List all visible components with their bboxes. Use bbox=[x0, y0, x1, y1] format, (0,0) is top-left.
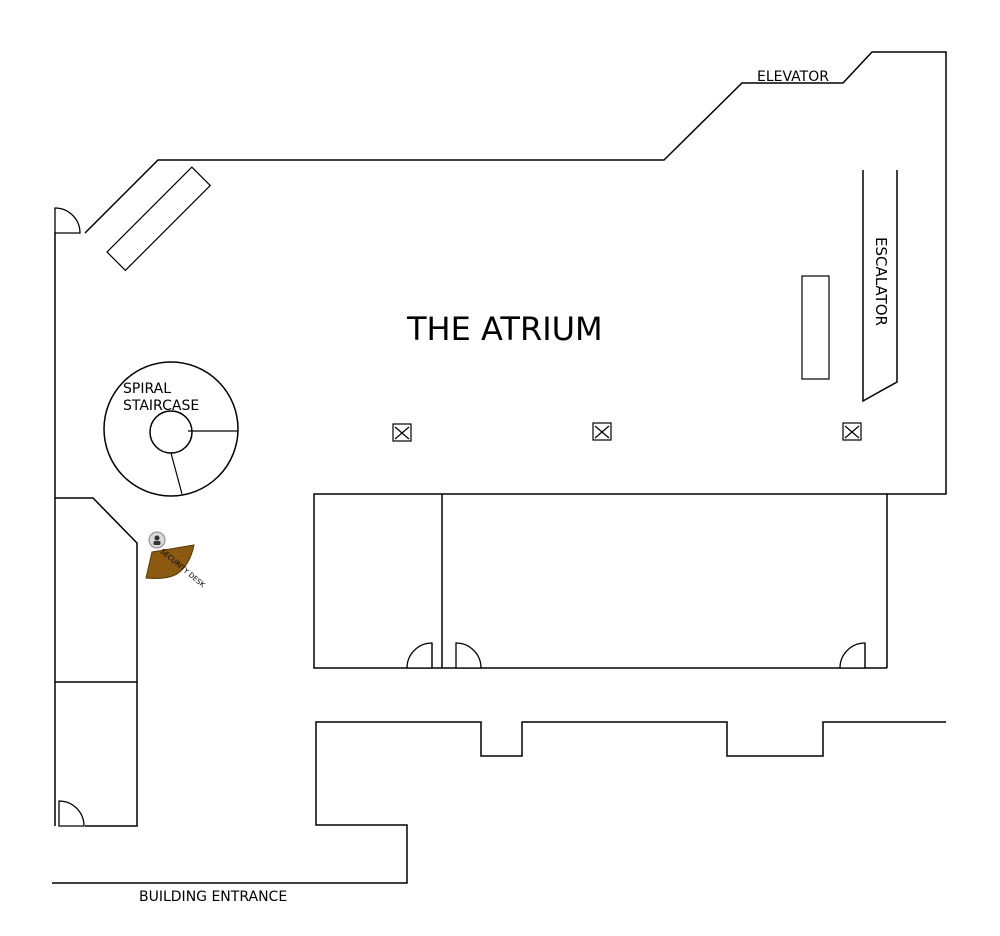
left-room-wall bbox=[55, 497, 138, 827]
spiral-staircase-label-1: SPIRAL bbox=[123, 381, 171, 397]
column-2 bbox=[592, 422, 612, 441]
escalator[interactable] bbox=[862, 170, 898, 403]
atrium-outer-wall bbox=[54, 51, 947, 826]
security-desk[interactable]: SECURITY DESK bbox=[145, 531, 207, 589]
page-title: THE ATRIUM bbox=[406, 310, 603, 348]
column-1 bbox=[392, 423, 412, 442]
spiral-staircase-label-2: STAIRCASE bbox=[123, 398, 199, 414]
elevator-label[interactable]: ELEVATOR bbox=[757, 69, 829, 85]
door-top-left[interactable] bbox=[54, 207, 81, 234]
building-entrance-label[interactable]: BUILDING ENTRANCE bbox=[139, 889, 287, 905]
door-room-1[interactable] bbox=[406, 642, 433, 669]
door-room-2b[interactable] bbox=[839, 642, 866, 669]
door-bottom-left[interactable] bbox=[58, 800, 85, 827]
security-desk-counter bbox=[145, 544, 195, 579]
center-rooms-wall bbox=[313, 493, 887, 669]
spiral-staircase[interactable] bbox=[103, 361, 239, 497]
planter-right bbox=[801, 275, 830, 380]
escalator-label: ESCALATOR bbox=[872, 237, 890, 326]
spiral-staircase-core bbox=[149, 410, 193, 454]
door-room-2a[interactable] bbox=[455, 642, 482, 669]
lower-corridor-wall bbox=[52, 721, 946, 884]
spiral-staircase-outer bbox=[103, 361, 239, 497]
column-3 bbox=[842, 422, 862, 441]
bench-top-left bbox=[106, 166, 212, 272]
spiral-staircase-step-bottom bbox=[170, 452, 183, 495]
